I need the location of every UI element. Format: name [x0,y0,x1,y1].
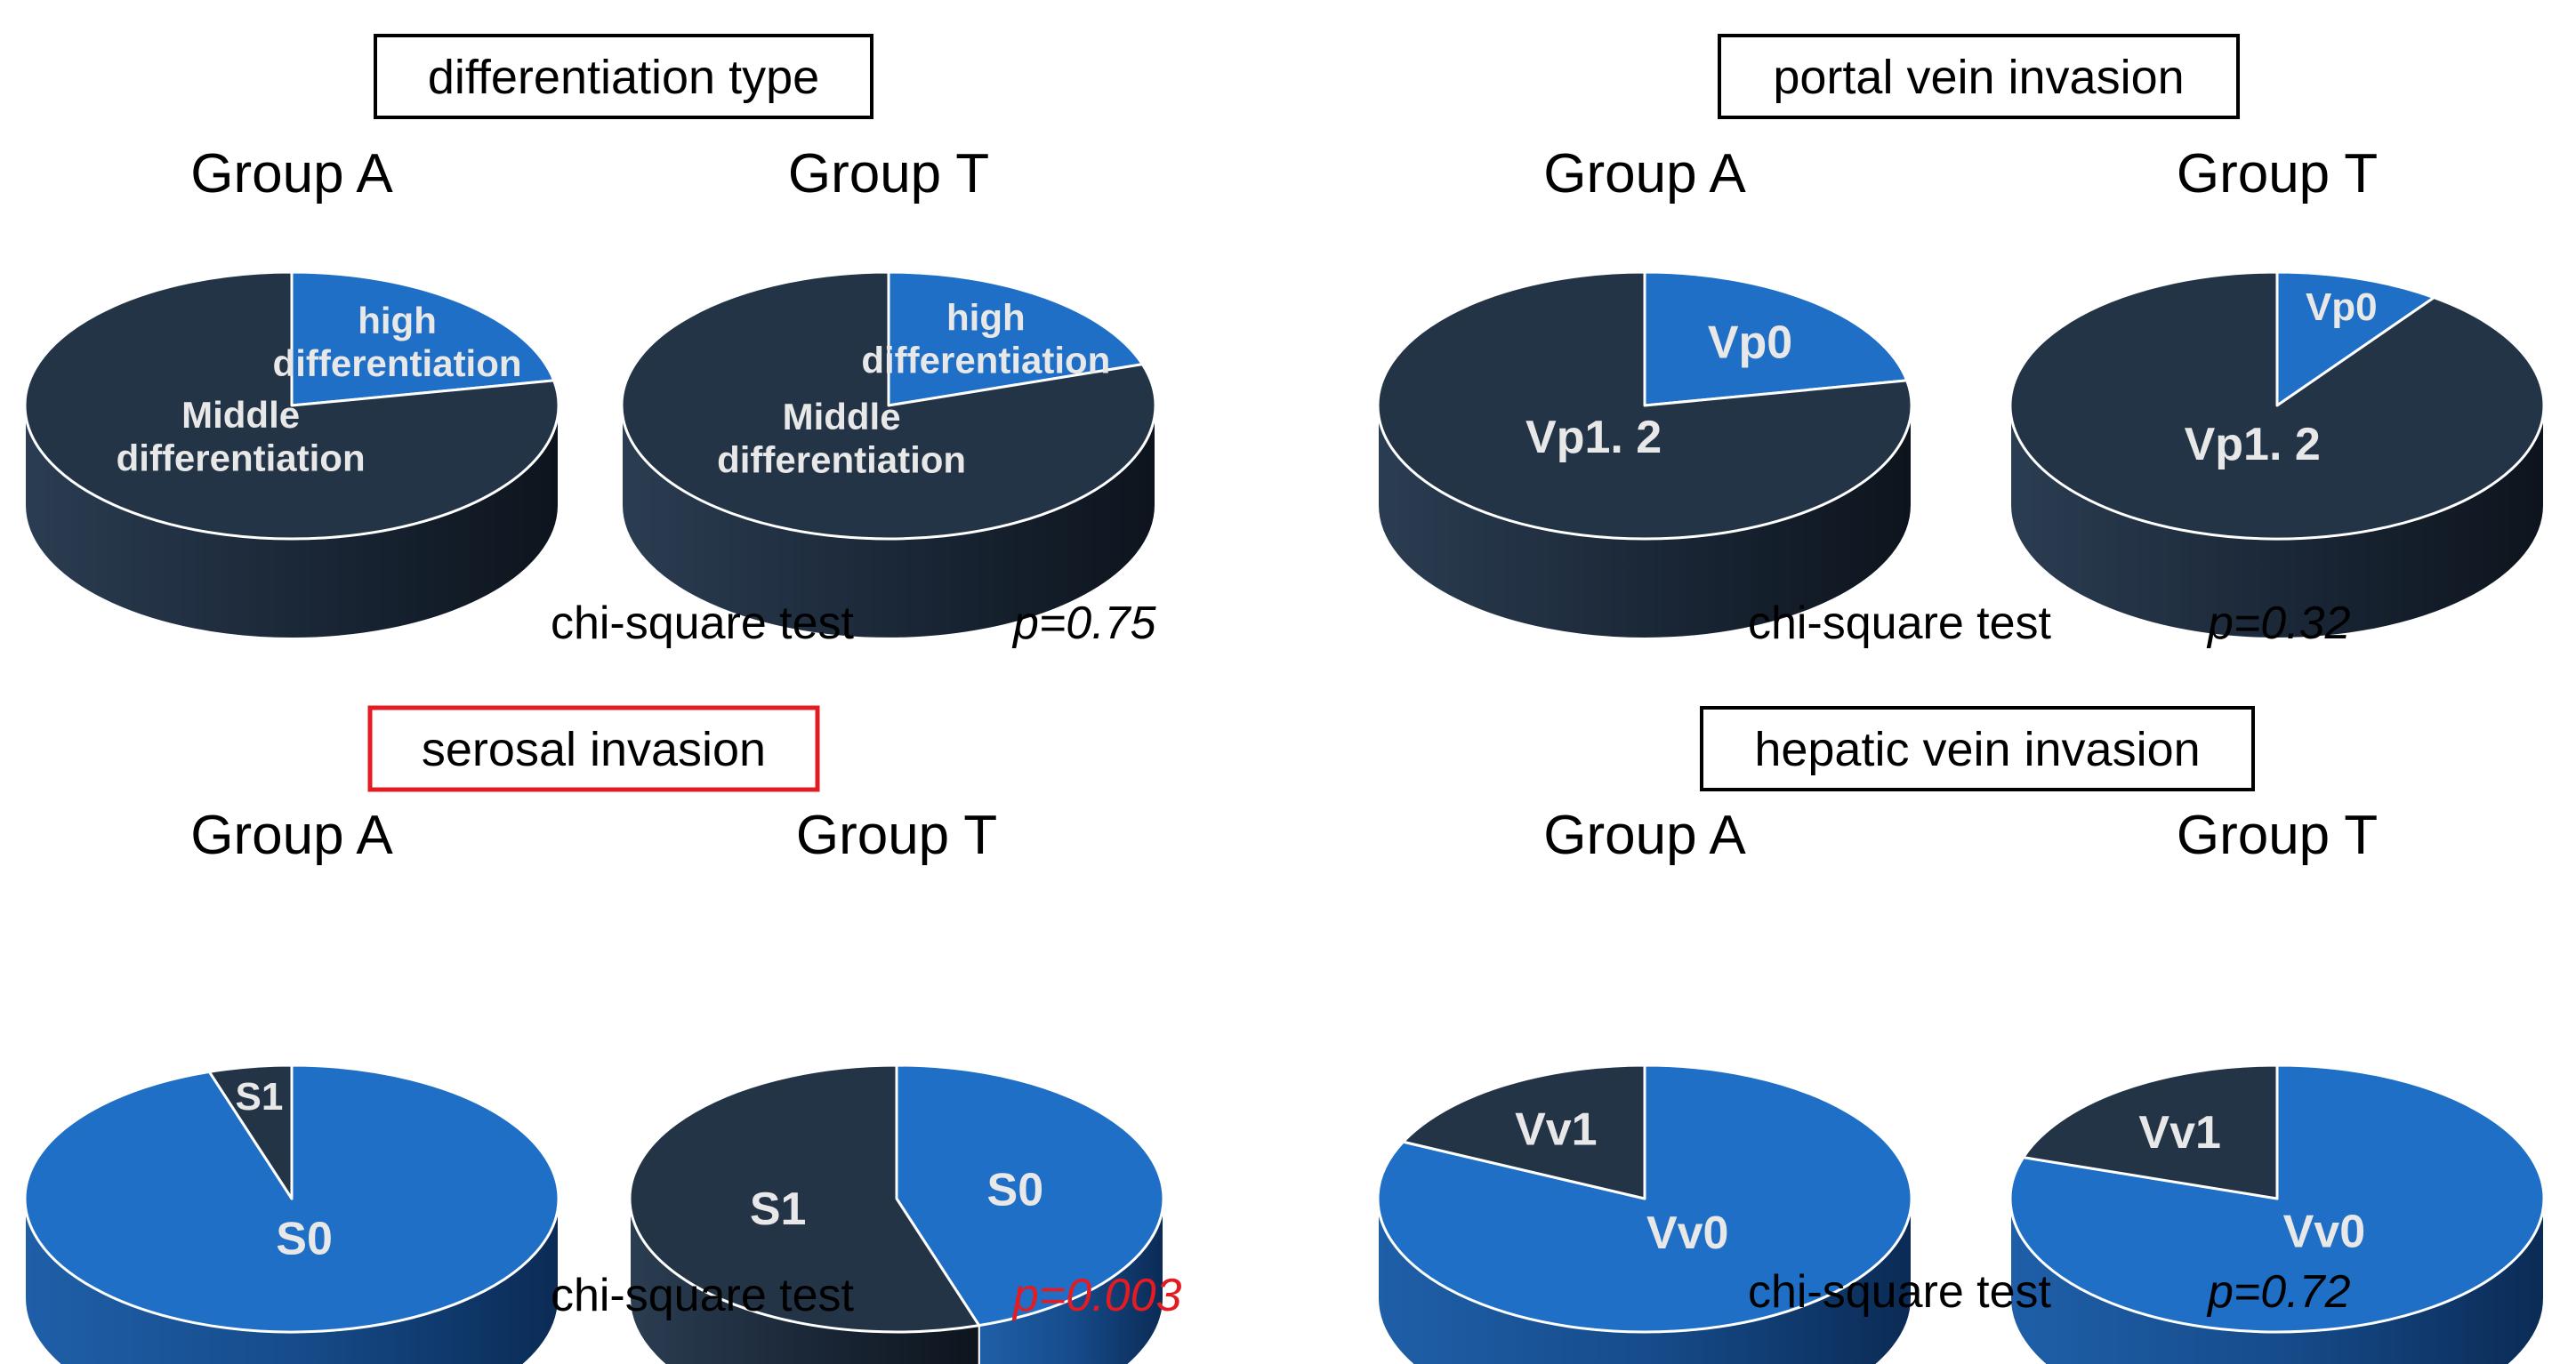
chart-title-3: hepatic vein invasion [1754,723,2200,776]
test-label-2: chi-square test [551,1270,855,1321]
slice-label-3-1-1-0: Vv1 [2138,1107,2221,1159]
p-value-2: p=0.003 [1011,1270,1181,1321]
group-label-2-1: Group T [796,805,997,866]
slice-label-3-1-0-0: Vv0 [2283,1207,2366,1258]
pie-slice-1-1-0 [2275,270,2435,407]
slice-label-0-0-0-1: differentiation [273,342,522,384]
chart-title-1: portal vein invasion [1773,51,2184,104]
pie-slice-2-1-0 [895,1063,1165,1328]
chart-title-0: differentiation type [428,51,819,104]
p-value-3: p=0.72 [2206,1266,2351,1318]
slice-label-0-1-1-1: differentiation [717,438,966,480]
chart-title-box-3 [1700,706,2255,791]
slice-label-0-1-1-0: Middle [783,396,901,437]
pie-2-1: S0 S1 [628,1063,1165,1364]
p-value-1: p=0.32 [2206,598,2351,649]
slice-label-3-0-0-0: Vv0 [1646,1208,1729,1259]
slice-label-0-0-0-0: high [358,300,437,341]
test-label-0: chi-square test [551,598,855,649]
group-label-0-1: Group T [788,143,989,205]
chart-title-box-1 [1718,34,2240,119]
pie-slice-1-1-1 [2008,270,2546,541]
slice-label-2-0-1-0: S1 [235,1075,283,1119]
chart-title-box-2 [367,705,820,792]
test-label-1: chi-square test [1748,598,2052,649]
group-label-2-0: Group A [190,805,393,866]
group-label-3-1: Group T [2177,805,2378,866]
slice-label-0-0-1-1: differentiation [117,437,366,479]
slice-label-0-1-0-0: high [946,296,1026,338]
group-label-1-0: Group A [1543,143,1746,205]
pie-3-0: Vv0 Vv1 [1376,1063,1913,1364]
pie-slice-0-1-1 [620,270,1157,541]
chart-title-2: serosal invasion [422,723,766,776]
slice-label-1-1-1-0: Vp1. 2 [2185,419,2321,470]
p-value-0: p=0.75 [1011,598,1157,649]
pie-slice-0-1-0 [887,270,1144,407]
pie-slice-2-0-1 [207,1063,294,1200]
chart-title-box-0 [374,34,873,119]
pie-slice-1-0-1 [1376,270,1913,541]
slice-label-3-0-1-0: Vv1 [1515,1104,1598,1156]
slice-label-0-0-1-0: Middle [181,394,300,436]
slice-label-1-0-1-0: Vp1. 2 [1525,412,1662,463]
slice-label-2-1-1-0: S1 [750,1183,807,1235]
group-label-1-1: Group T [2177,143,2378,205]
slice-label-1-0-0-0: Vp0 [1708,317,1792,369]
slice-label-1-1-0-0: Vp0 [2306,285,2378,329]
test-label-3: chi-square test [1748,1266,2052,1318]
pie-slice-3-0-1 [1402,1063,1646,1200]
group-label-0-0: Group A [190,143,393,205]
slice-label-2-0-0-0: S0 [276,1214,333,1265]
pie-3-1: Vv0 Vv1 [2008,1063,2546,1364]
pie-2-0: S0 S1 [23,1063,560,1364]
pie-slice-0-0-0 [290,270,556,407]
group-label-3-0: Group A [1543,805,1746,866]
pie-slice-3-1-1 [2022,1063,2279,1200]
slice-label-2-1-0-0: S0 [987,1165,1044,1216]
pie-slice-2-1-1 [628,1063,981,1334]
slice-label-0-1-0-1: differentiation [861,340,1110,381]
pie-slice-1-0-0 [1643,270,1909,407]
pie-slice-0-0-1 [23,270,560,541]
